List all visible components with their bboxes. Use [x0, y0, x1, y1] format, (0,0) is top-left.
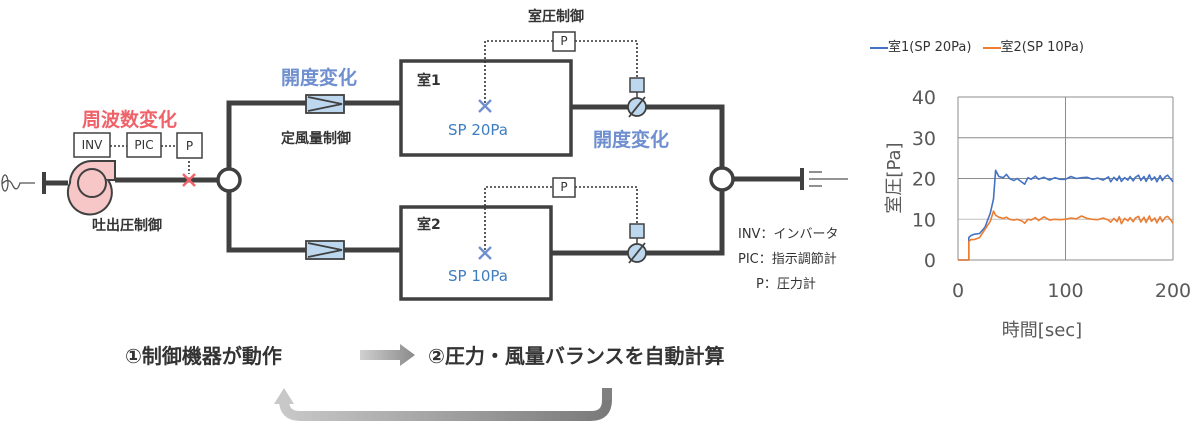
- room-1-damper-icon: [627, 77, 647, 118]
- pressure-chart: 0 10 20 30 40 0 100 200 室圧[Pa] 時間[sec]: [884, 87, 1191, 341]
- legend-sep: ：: [763, 277, 777, 292]
- legend-row-p: P：圧力計: [738, 272, 838, 297]
- p-label-room-1: P: [560, 34, 568, 48]
- x-tick-label: 0: [952, 280, 964, 302]
- flow-step-2: ②圧力・風量バランスを自動計算: [428, 344, 725, 368]
- x-axis-label: 時間[sec]: [1002, 320, 1082, 341]
- pic-label: PIC: [134, 138, 154, 152]
- x-tick-label: 200: [1155, 280, 1191, 302]
- pic-box: [126, 132, 162, 158]
- y-axis-label: 室圧[Pa]: [884, 142, 905, 213]
- cav-damper-2-icon: [305, 240, 345, 260]
- fan-icon: [66, 160, 116, 216]
- legend-key: INV: [738, 227, 761, 242]
- legend-key: P: [756, 277, 764, 292]
- legend-row-pic: PIC：指示調節計: [738, 247, 838, 272]
- legend-row-inv: INV：インバータ: [738, 222, 838, 247]
- fan-inlet-flange: [42, 172, 46, 194]
- room-2-damper-icon: [627, 223, 647, 264]
- flow-step-1: ①制御機器が動作: [125, 344, 282, 368]
- room-pressure-control-label: 室圧制御: [528, 9, 584, 25]
- supply-junction: [216, 167, 242, 193]
- legend-label: 室2(SP 10Pa): [1000, 40, 1084, 55]
- inv-label: INV: [81, 138, 103, 152]
- abbreviation-legend: INV：インバータ PIC：指示調節計 P：圧力計: [738, 222, 838, 297]
- legend-swatch-room2: [982, 46, 1001, 49]
- y-tick-label: 10: [912, 209, 936, 231]
- room-2-box: [399, 205, 553, 301]
- legend-key: PIC: [738, 252, 759, 267]
- room-2-setpoint: SP 10Pa: [448, 267, 508, 285]
- legend-swatch-room1: [870, 46, 888, 49]
- legend-sep: ：: [760, 227, 774, 242]
- discharge-pressure-point-icon: [182, 173, 196, 187]
- hvac-diagram: [1, 31, 848, 421]
- cav-control-label: 定風量制御: [281, 131, 351, 147]
- room-1-setpoint: SP 20Pa: [448, 121, 508, 139]
- feedback-loop-arrow-icon: [279, 388, 612, 421]
- intake-icon: [1, 174, 35, 192]
- step-arrow-icon: [360, 344, 415, 366]
- legend-sep: ：: [758, 252, 772, 267]
- exhaust-outlet-flange: [800, 168, 804, 190]
- p-label-fan: P: [185, 139, 194, 153]
- exhaust-icon: [809, 171, 848, 187]
- room-1-sensor-icon: [478, 99, 492, 113]
- room-1-name: 室1: [417, 73, 441, 89]
- cav-damper-1-icon: [305, 94, 345, 114]
- p-box-room-1: [552, 31, 576, 52]
- legend-item-room2: 室2(SP 10Pa): [982, 36, 1084, 55]
- damper-change-label-2: 開度変化: [593, 129, 670, 151]
- y-tick-label: 40: [912, 87, 936, 109]
- p-box-fan: [176, 132, 203, 159]
- discharge-pressure-control-label: 吐出圧制御: [92, 218, 162, 234]
- room-2-sensor-icon: [478, 246, 492, 260]
- feedback-arrowhead-icon: [274, 388, 294, 404]
- series-line-room1: [958, 169, 1174, 261]
- y-tick-label: 30: [912, 128, 936, 150]
- legend-desc: 圧力計: [776, 277, 816, 292]
- legend-desc: 指示調節計: [771, 252, 837, 267]
- inv-box: [73, 132, 111, 158]
- series-line-room2: [958, 210, 1174, 261]
- chart-legend: 室1(SP 20Pa) 室2(SP 10Pa): [870, 36, 1084, 55]
- legend-item-room1: 室1(SP 20Pa): [870, 36, 971, 55]
- damper-change-label-1: 開度変化: [281, 67, 358, 89]
- p-box-room-2: [552, 177, 576, 198]
- y-tick-label: 20: [912, 169, 936, 191]
- exhaust-junction: [709, 166, 735, 192]
- x-tick-label: 100: [1047, 280, 1083, 302]
- y-tick-label: 0: [924, 250, 936, 272]
- legend-label: 室1(SP 20Pa): [888, 40, 972, 55]
- room-2-name: 室2: [417, 217, 441, 233]
- p-label-room-2: P: [560, 180, 568, 194]
- legend-desc: インバータ: [773, 227, 839, 242]
- fan-frequency-change-label: 周波数変化: [82, 109, 178, 131]
